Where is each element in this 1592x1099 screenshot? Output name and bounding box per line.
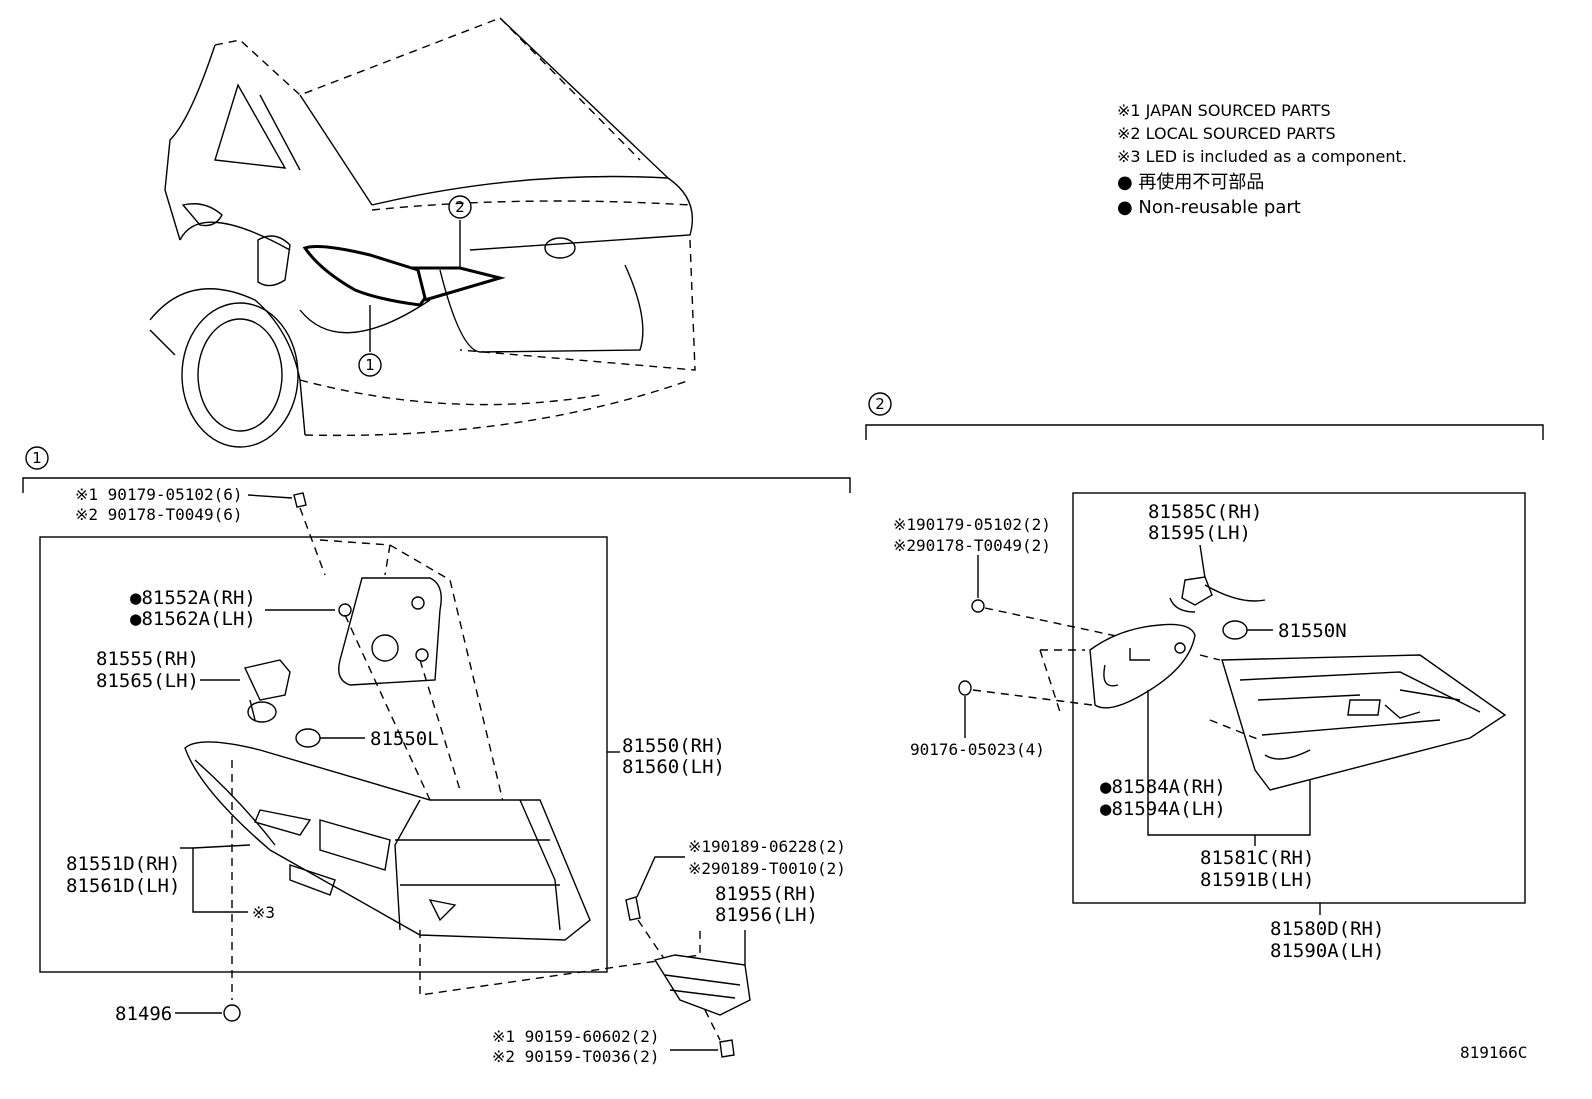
label-81562A: ●81562A(LH) [130,608,256,630]
gasket-shape [338,577,442,686]
socket-shape [1181,576,1213,606]
label-81552A: ●81552A(RH) [130,587,256,609]
inner-lamp-body [1221,654,1507,791]
section-1-outer-lamp: 1 ※1 90179-05102(6) ※2 90178-T0049(6) ●8… [22,446,851,1066]
svg-text:81590A(LH): 81590A(LH) [1270,940,1384,962]
svg-text:1: 1 [365,356,375,374]
svg-text:81595(LH): 81595(LH) [1148,522,1251,544]
svg-text:1: 1 [32,449,42,467]
legend-local-sourced: ※2 LOCAL SOURCED PARTS [1117,124,1336,143]
svg-text:2: 2 [875,395,885,413]
svg-text:※190189-06228(2): ※190189-06228(2) [688,837,846,856]
bulb-icon [1222,620,1248,640]
socket-shape [243,659,291,701]
bolt-icon [625,896,641,921]
svg-text:81555(RH): 81555(RH) [96,648,199,670]
legend-non-reusable-en: ● Non-reusable part [1117,197,1301,218]
gasket-shape [1089,623,1196,709]
svg-text:81591B(LH): 81591B(LH) [1200,869,1314,891]
svg-text:2: 2 [455,198,465,216]
bulb-icon [295,728,321,748]
svg-text:※3: ※3 [252,903,275,922]
callout-circle-1-car: 1 [358,353,382,377]
section-2-inner-lamp: 2 ※190179-05102(2) ※290178-T0049(2) 9017… [865,392,1544,962]
svg-text:81561D(LH): 81561D(LH) [66,875,180,897]
legend-led-note: ※3 LED is included as a component. [1117,147,1407,166]
screw-icon [293,492,307,508]
svg-text:81550N: 81550N [1278,620,1347,642]
svg-text:※290189-T0010(2): ※290189-T0010(2) [688,859,846,878]
screw-icon [971,599,985,613]
svg-text:81955(RH): 81955(RH) [715,883,818,905]
svg-text:81550L: 81550L [370,728,439,750]
svg-text:90176-05023(4): 90176-05023(4) [910,740,1045,759]
svg-text:※1 90179-05102(6): ※1 90179-05102(6) [75,485,243,504]
svg-text:※290178-T0049(2): ※290178-T0049(2) [893,536,1051,555]
svg-text:※190179-05102(2): ※190179-05102(2) [893,515,1051,534]
legend-japan-sourced: ※1 JAPAN SOURCED PARTS [1117,101,1331,120]
svg-text:※2 90159-T0036(2): ※2 90159-T0036(2) [492,1047,660,1066]
callout-circle-2-car: 2 [448,195,472,219]
svg-text:81581C(RH): 81581C(RH) [1200,847,1314,869]
svg-text:81551D(RH): 81551D(RH) [66,853,180,875]
legend: ※1 JAPAN SOURCED PARTS ※2 LOCAL SOURCED … [1117,101,1407,218]
svg-text:81956(LH): 81956(LH) [715,904,818,926]
svg-text:※2 90178-T0049(6): ※2 90178-T0049(6) [75,505,243,524]
nut-icon [719,1039,735,1058]
svg-text:81585C(RH): 81585C(RH) [1148,501,1262,523]
car-rear-illustration [149,17,696,448]
svg-text:81560(LH): 81560(LH) [622,756,725,778]
svg-text:※1 90159-60602(2): ※1 90159-60602(2) [492,1027,660,1046]
clip-icon [223,1004,241,1022]
callout-circle-1: 1 [25,446,49,470]
bracket-shape [653,954,751,1016]
legend-non-reusable-jp: ● 再使用不可部品 [1117,172,1264,193]
svg-text:●81594A(LH): ●81594A(LH) [1100,798,1226,820]
svg-text:●81584A(RH): ●81584A(RH) [1100,776,1226,798]
svg-text:81550(RH): 81550(RH) [622,735,725,757]
svg-text:81565(LH): 81565(LH) [96,670,199,692]
svg-text:81580D(RH): 81580D(RH) [1270,918,1384,940]
callout-circle-2: 2 [868,392,892,416]
svg-text:81496: 81496 [115,1003,172,1025]
outer-lamp-body [184,741,591,941]
figure-id: 819166C [1460,1043,1527,1062]
clip-icon [958,680,972,696]
